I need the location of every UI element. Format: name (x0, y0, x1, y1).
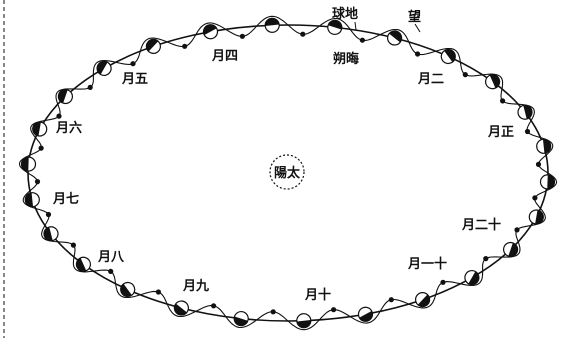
label-month-1: 月正 (487, 125, 514, 140)
earth-disc (327, 19, 343, 35)
label-month-12: 月二十 (461, 217, 501, 233)
moon-dot (359, 37, 365, 43)
moon-dot (500, 98, 506, 104)
moon-dot (535, 161, 542, 167)
label-month-5: 月五 (121, 72, 148, 87)
moon-dot (415, 51, 421, 57)
moon-dot (524, 128, 531, 135)
leader-earth (354, 21, 357, 31)
earth-disc (264, 17, 280, 33)
moon-dot (462, 72, 468, 78)
moon-dot (45, 211, 52, 218)
earth-disc (20, 156, 37, 172)
label-month-10: 月十 (304, 287, 331, 303)
moon-dot (440, 279, 446, 285)
moon-dot (108, 268, 114, 274)
earth-disc (145, 38, 161, 55)
earth-disc (75, 256, 92, 272)
earth-disc (517, 104, 533, 120)
moon-positions (34, 31, 542, 315)
moon-dot (300, 31, 306, 37)
earth-disc (96, 60, 112, 77)
earth-disc (387, 30, 403, 46)
label-month-11: 月一十 (407, 256, 447, 272)
moon-dot (388, 297, 394, 303)
earth-disc (503, 241, 519, 258)
moon-dot (34, 179, 41, 185)
label-month-7: 月七 (52, 192, 79, 207)
moon-dot (239, 33, 245, 39)
earth-disc (440, 48, 456, 65)
moon-dot (56, 113, 62, 119)
leader-full-moon (414, 23, 421, 33)
earth-disc (43, 226, 59, 242)
earth-disc (24, 192, 40, 208)
earth-disc (539, 174, 556, 190)
earth-disc (415, 292, 431, 308)
earth-positions (20, 17, 556, 329)
moon-dot (182, 43, 188, 49)
moon-dot (70, 242, 76, 248)
sun: 陽太 (269, 154, 305, 190)
moon-path (18, 15, 558, 331)
earth-disc (536, 138, 552, 154)
earth-disc (357, 306, 374, 322)
label-month-8: 月八 (97, 250, 125, 265)
moon-dot (514, 227, 520, 233)
moon-dot (270, 309, 276, 315)
sun-circle (269, 154, 305, 190)
earth-disc (485, 74, 501, 90)
earth-disc (233, 311, 249, 327)
moon-dot (483, 256, 489, 262)
moon-dot (155, 289, 161, 295)
earth-disc (202, 24, 219, 40)
earth-disc (57, 88, 74, 105)
moon-dot (331, 307, 337, 313)
moon-dot (532, 195, 538, 201)
sun-label: 陽太 (274, 165, 301, 181)
label-full-moon: 望 (408, 9, 421, 25)
moon-dot (211, 303, 217, 309)
label-month-6: 月六 (55, 120, 82, 136)
label-month-4: 月四 (211, 49, 238, 64)
moon-dot (87, 84, 93, 90)
label-earth: 球地 (332, 6, 358, 22)
earth-disc (32, 121, 48, 137)
earth-disc (120, 281, 136, 298)
earth-disc (296, 313, 312, 329)
label-month-2: 月二 (417, 72, 444, 87)
moon-dot (130, 61, 136, 67)
label-new-moon: 朔晦 (333, 51, 359, 67)
earth-disc (464, 270, 480, 286)
moon-dot (38, 145, 44, 151)
earth-disc (173, 300, 189, 316)
label-month-9: 月九 (182, 279, 209, 294)
earth-disc (528, 209, 544, 225)
